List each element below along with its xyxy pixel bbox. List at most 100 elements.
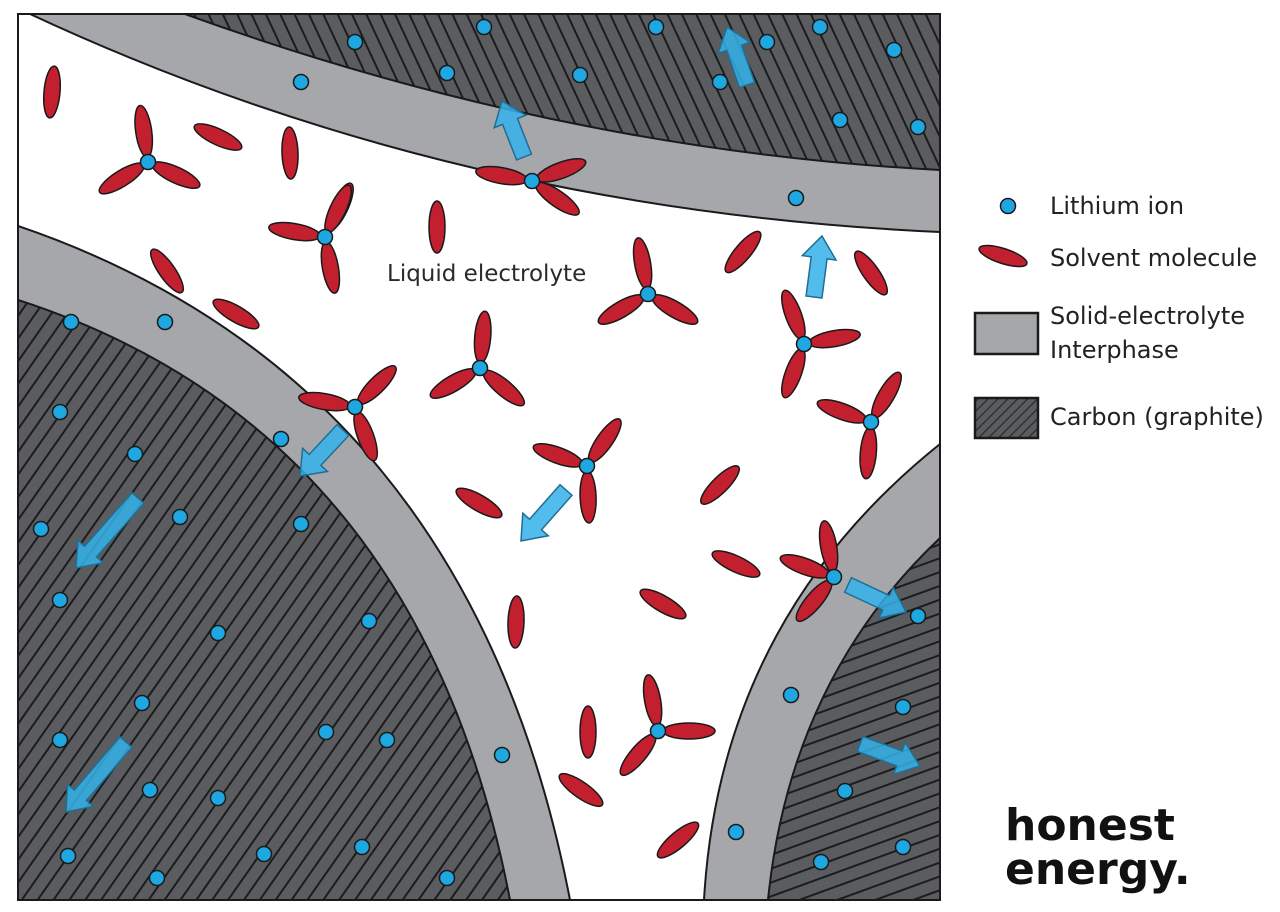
lithium-ion xyxy=(51,403,69,421)
solvent-molecule xyxy=(853,250,889,296)
lithium-ion xyxy=(438,869,456,887)
lithium-ion xyxy=(378,731,396,749)
lithium-ion xyxy=(787,189,805,207)
solvent-molecule xyxy=(193,123,243,151)
solvent-molecule xyxy=(455,487,503,519)
electrolyte-label: Liquid electrolyte xyxy=(387,261,586,287)
top-carbon-core xyxy=(184,14,940,172)
lithium-ion xyxy=(493,746,511,764)
legend-label-solvent: Solvent molecule xyxy=(1050,244,1257,272)
diagram-panel: Liquid electrolyte xyxy=(18,14,940,900)
legend-label-lithium-ion: Lithium ion xyxy=(1050,192,1184,220)
lithium-ion xyxy=(795,335,813,353)
lithium-ion xyxy=(316,228,334,246)
lithium-ion xyxy=(51,731,69,749)
lithium-ion xyxy=(59,847,77,865)
brand-line1: honest xyxy=(1005,800,1175,851)
ion-flow-arrows xyxy=(65,25,922,813)
solvent-molecule xyxy=(639,588,687,620)
lithium-ion xyxy=(171,508,189,526)
brand-line2: energy. xyxy=(1005,844,1191,895)
solvent-molecule xyxy=(428,200,446,254)
ion-flow-arrow xyxy=(843,576,908,620)
lithium-ion xyxy=(894,838,912,856)
lithium-ion xyxy=(862,413,880,431)
brand-logo: honest energy. xyxy=(1005,800,1191,895)
lithium-ion xyxy=(758,33,776,51)
lithium-ion xyxy=(811,18,829,36)
lithium-ion xyxy=(647,18,665,36)
panel-border xyxy=(17,13,941,901)
lithium-ion xyxy=(711,73,729,91)
lithium-ion xyxy=(885,41,903,59)
lithium-ion xyxy=(571,66,589,84)
right-graphite-particle xyxy=(702,442,940,900)
lithium-ion xyxy=(32,520,50,538)
solvent-molecule xyxy=(579,705,597,759)
legend-item-lithium-ion: Lithium ion xyxy=(999,192,1184,220)
lithium-ion xyxy=(133,694,151,712)
solvent-molecule xyxy=(42,65,62,119)
lithium-ion xyxy=(139,153,157,171)
lithium-ion xyxy=(471,359,489,377)
lithium-ion xyxy=(353,838,371,856)
legend-label-sei-line1: Solid-electrolyte xyxy=(1050,302,1245,330)
sei-swatch-icon xyxy=(973,311,1040,356)
solvent-molecules xyxy=(42,65,902,859)
solvent-molecule xyxy=(149,248,185,294)
solvent-molecule xyxy=(281,126,299,180)
lithium-ion xyxy=(292,73,310,91)
ion-flow-arrow xyxy=(800,234,838,299)
lithium-ion xyxy=(475,18,493,36)
solvent-molecule xyxy=(711,550,761,578)
legend-label-sei-line2: Interphase xyxy=(1050,336,1179,364)
lithium-ion xyxy=(894,698,912,716)
lithium-ion xyxy=(148,869,166,887)
ion-flow-arrow xyxy=(75,491,146,569)
lithium-ion xyxy=(639,285,657,303)
lithium-ion xyxy=(578,457,596,475)
lithium-ion xyxy=(141,781,159,799)
right-carbon-core xyxy=(766,536,940,900)
solvent-molecule xyxy=(724,230,762,274)
lithium-ions xyxy=(32,18,927,887)
lithium-ion xyxy=(156,313,174,331)
lithium-ion xyxy=(317,723,335,741)
lithium-ion xyxy=(831,111,849,129)
lithium-ion xyxy=(909,607,927,625)
solvent-molecule xyxy=(558,772,604,808)
legend-item-carbon: Carbon (graphite) xyxy=(973,396,1264,440)
lithium-ion xyxy=(62,313,80,331)
solvent-molecule xyxy=(507,595,525,649)
lithium-ion xyxy=(523,172,541,190)
lithium-ion xyxy=(360,612,378,630)
lithium-ion xyxy=(209,789,227,807)
lithium-ion xyxy=(649,722,667,740)
ion-flow-arrow xyxy=(493,99,533,161)
lithium-ion xyxy=(782,686,800,704)
ion-flow-arrow xyxy=(299,423,350,477)
lithium-ion xyxy=(209,624,227,642)
lithium-ion xyxy=(292,515,310,533)
legend: Lithium ion Solvent molecule Solid-elect… xyxy=(973,192,1264,440)
ion-flow-arrow xyxy=(716,25,756,89)
lithium-ion xyxy=(346,33,364,51)
top-graphite-particle xyxy=(29,14,940,234)
solvent-molecule xyxy=(656,821,700,859)
lithium-ion xyxy=(51,591,69,609)
lithium-ion xyxy=(126,445,144,463)
solvent-molecule xyxy=(700,465,740,505)
legend-item-solvent: Solvent molecule xyxy=(978,244,1257,272)
ion-flow-arrow xyxy=(856,735,922,776)
lithium-ion xyxy=(255,845,273,863)
lithium-ion xyxy=(438,64,456,82)
lithium-ion-icon xyxy=(999,197,1017,215)
ion-flow-arrow xyxy=(520,483,574,542)
ion-flow-arrow xyxy=(65,735,134,813)
legend-label-carbon: Carbon (graphite) xyxy=(1050,403,1264,431)
lithium-ion xyxy=(727,823,745,841)
lithium-ion xyxy=(272,430,290,448)
solvent-molecule xyxy=(212,298,260,330)
solvent-molecule xyxy=(662,722,716,740)
